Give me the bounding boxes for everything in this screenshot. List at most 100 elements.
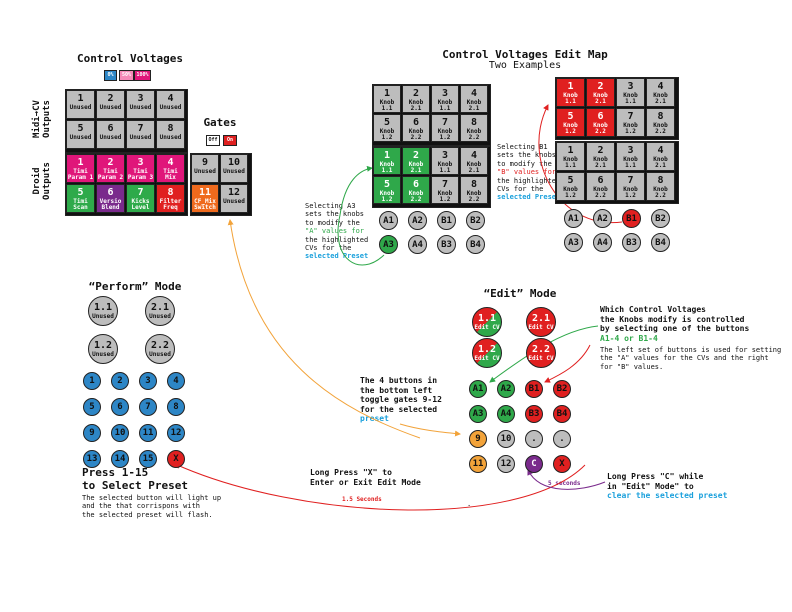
- perform-button-14[interactable]: 14: [111, 450, 129, 468]
- edit-button-dot-10[interactable]: .: [525, 430, 543, 448]
- perform-button-X[interactable]: X: [167, 450, 185, 468]
- cell-label: Knob 1.1: [437, 99, 453, 113]
- edit-button-9[interactable]: 9: [469, 430, 487, 448]
- em-right-button-A1[interactable]: A1: [564, 209, 583, 228]
- cell-number: 3: [137, 157, 144, 168]
- cell-label: Knob 2.1: [653, 92, 668, 106]
- perform-button-12[interactable]: 12: [167, 424, 185, 442]
- perform-button-7[interactable]: 7: [139, 398, 157, 416]
- perform-button-6[interactable]: 6: [111, 398, 129, 416]
- edit-button-dot-11[interactable]: .: [553, 430, 571, 448]
- em-left-button-B2[interactable]: B2: [466, 211, 485, 230]
- perform-button-1[interactable]: 1: [83, 372, 101, 390]
- cell-number: 2: [412, 88, 420, 99]
- cell-number: 6: [597, 111, 604, 122]
- cell-label: Timi Param 1: [67, 168, 94, 182]
- em-left-button-A3[interactable]: A3: [379, 235, 398, 254]
- cell-number: 3: [627, 145, 634, 156]
- cell-label: Knob 2.1: [653, 156, 668, 170]
- perform-button-13[interactable]: 13: [83, 450, 101, 468]
- cell-number: 7: [627, 175, 634, 186]
- edit-button-B2[interactable]: B2: [553, 380, 571, 398]
- edit-button-11[interactable]: 11: [469, 455, 487, 473]
- cell-label: Knob 1.2: [563, 186, 578, 200]
- cell-label: Knob 1.2: [437, 128, 453, 142]
- cell-label: Knob 1.2: [563, 122, 578, 136]
- perform-button-2[interactable]: 2: [111, 372, 129, 390]
- which-cv-desc: The left set of buttons is used for sett…: [600, 346, 782, 371]
- cell-label: Knob 2.2: [408, 128, 424, 142]
- em-right-button-B3[interactable]: B3: [622, 233, 641, 252]
- perform-button-8[interactable]: 8: [167, 398, 185, 416]
- edit-button-B4[interactable]: B4: [553, 405, 571, 423]
- cell-label: Knob 2.1: [466, 161, 482, 175]
- cell-label: CF_Mix Switch: [194, 198, 216, 212]
- knob-label: Unused: [92, 351, 114, 358]
- cell-number: 8: [470, 179, 478, 190]
- perform-button-15[interactable]: 15: [139, 450, 157, 468]
- em-left-button-B1[interactable]: B1: [437, 211, 456, 230]
- cell-number: 3: [441, 150, 449, 161]
- cell-number: 8: [657, 111, 664, 122]
- cell-number: 2: [107, 93, 114, 104]
- cell-label: Knob 2.2: [653, 186, 668, 200]
- em-left-button-B4[interactable]: B4: [466, 235, 485, 254]
- edit-button-A2[interactable]: A2: [497, 380, 515, 398]
- perform-button-11[interactable]: 11: [139, 424, 157, 442]
- perform-button-4[interactable]: 4: [167, 372, 185, 390]
- em-right-button-A2[interactable]: A2: [593, 209, 612, 228]
- edit-button-B1[interactable]: B1: [525, 380, 543, 398]
- secs-c-label: 5 seconds: [548, 480, 581, 487]
- cell-label: Knob 1.1: [623, 92, 638, 106]
- em-left-button-A4[interactable]: A4: [408, 235, 427, 254]
- em-right-button-B2[interactable]: B2: [651, 209, 670, 228]
- edit-button-A4[interactable]: A4: [497, 405, 515, 423]
- knob-label: Edit CV: [474, 324, 500, 331]
- cell-number: 5: [567, 111, 574, 122]
- cell-label: Unused: [69, 104, 92, 111]
- em-right-button-A3[interactable]: A3: [564, 233, 583, 252]
- em-left-button-A1[interactable]: A1: [379, 211, 398, 230]
- em-left-button-A2[interactable]: A2: [408, 211, 427, 230]
- cell-label: Unused: [129, 134, 152, 141]
- perform-button-3[interactable]: 3: [139, 372, 157, 390]
- em-right-button-B4[interactable]: B4: [651, 233, 670, 252]
- edit-button-B3[interactable]: B3: [525, 405, 543, 423]
- perform-button-10[interactable]: 10: [111, 424, 129, 442]
- em-right-button-A4[interactable]: A4: [593, 233, 612, 252]
- cell-number: 4: [470, 150, 478, 161]
- edit-button-A3[interactable]: A3: [469, 405, 487, 423]
- em-right-button-B1[interactable]: B1: [622, 209, 641, 228]
- edit-button-X[interactable]: X: [553, 455, 571, 473]
- knob-number: 1.2: [93, 340, 113, 351]
- em-left-button-B3[interactable]: B3: [437, 235, 456, 254]
- edit-button-12[interactable]: 12: [497, 455, 515, 473]
- perform-button-5[interactable]: 5: [83, 398, 101, 416]
- edit-button-C[interactable]: C: [525, 455, 543, 473]
- edit-button-10[interactable]: 10: [497, 430, 515, 448]
- perform-button-9[interactable]: 9: [83, 424, 101, 442]
- edit-title: “Edit” Mode: [483, 287, 557, 300]
- edit-button-A1[interactable]: A1: [469, 380, 487, 398]
